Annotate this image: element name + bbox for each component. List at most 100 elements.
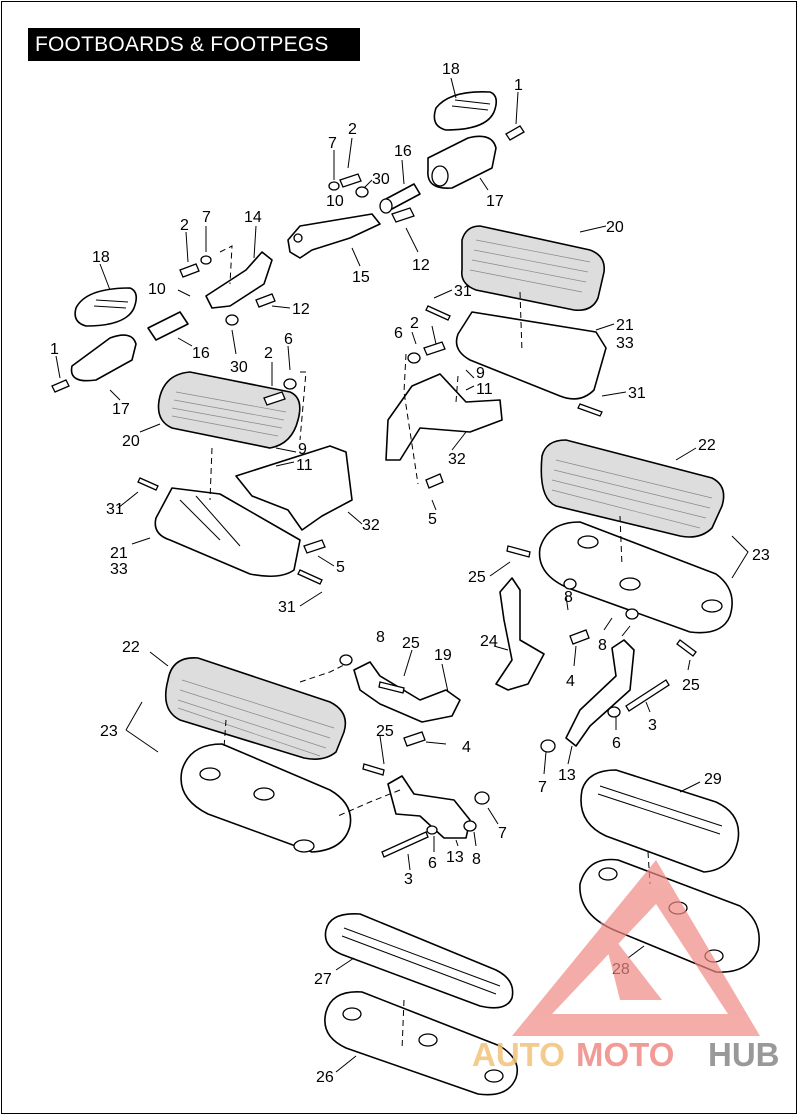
callout-23: 23	[752, 547, 770, 564]
callout-21: 21	[616, 317, 634, 334]
footboard-27	[324, 913, 514, 1009]
callout-10: 10	[148, 281, 166, 298]
callout-31: 31	[454, 283, 472, 300]
callout-9: 9	[298, 441, 307, 458]
callout-8: 8	[598, 637, 607, 654]
callout-15: 15	[352, 269, 370, 286]
callout-22: 22	[122, 639, 140, 656]
clevis-16-right	[379, 183, 421, 214]
callout-25: 25	[376, 723, 394, 740]
callout-2: 2	[264, 345, 273, 362]
callout-1: 1	[50, 341, 59, 358]
pin-12-left	[255, 293, 276, 308]
washer-30-left	[225, 314, 239, 326]
callout-4: 4	[566, 673, 575, 690]
washer-6-lower-right	[607, 706, 621, 718]
callout-12: 12	[292, 301, 310, 318]
bolt-5-left	[303, 539, 326, 554]
callout-33: 33	[616, 335, 634, 352]
washer-30-upper	[355, 186, 369, 198]
callout-7: 7	[202, 209, 211, 226]
nut-8-right-a	[563, 578, 577, 590]
bracket-23-left	[180, 743, 352, 853]
pin-31-right-a	[425, 305, 451, 321]
footboard-29	[580, 769, 740, 873]
pin-12-right	[391, 207, 415, 223]
callout-11: 11	[476, 381, 493, 398]
watermark-text-hub: HUB	[708, 1036, 780, 1073]
callout-7: 7	[538, 779, 547, 796]
callout-6: 6	[284, 331, 293, 348]
washer-6-left	[283, 378, 297, 390]
callout-3: 3	[404, 871, 413, 888]
clevis-16-left	[147, 311, 189, 341]
callout-6: 6	[428, 855, 437, 872]
callout-18: 18	[92, 249, 110, 266]
bolt-4-left	[403, 731, 426, 747]
pin-25-left-b	[362, 763, 385, 776]
bolt-2-upper	[339, 173, 362, 188]
callout-33: 33	[110, 561, 128, 578]
callout-31: 31	[106, 501, 124, 518]
callout-5: 5	[336, 559, 345, 576]
callout-7: 7	[498, 825, 507, 842]
callout-8: 8	[564, 589, 573, 606]
callout-labels: 18 1 2 7 16 30 10 17 2 7 14 20 18 15 12 …	[50, 61, 770, 1086]
pin-31-left-a	[137, 477, 159, 491]
bolt-3-right	[625, 679, 670, 712]
callout-14: 14	[244, 209, 262, 226]
footboard-22-left	[164, 657, 347, 760]
pin-25-right-b	[676, 639, 697, 657]
callout-2: 2	[348, 121, 357, 138]
watermark-inner-icon	[600, 920, 662, 1000]
page-title: FOOTBOARDS & FOOTPEGS	[28, 28, 360, 61]
callout-24: 24	[480, 633, 498, 650]
callout-2: 2	[410, 315, 419, 332]
assembly-lines	[209, 245, 651, 1051]
callout-30: 30	[230, 359, 248, 376]
callout-2: 2	[180, 217, 189, 234]
callout-22: 22	[698, 437, 716, 454]
callout-6: 6	[612, 735, 621, 752]
callout-5: 5	[428, 511, 437, 528]
callout-16: 16	[192, 345, 210, 362]
footpeg-pad-18-left	[74, 287, 138, 327]
footboard-22-right	[540, 439, 725, 538]
nut-8-left-b	[463, 820, 477, 832]
bracket-19	[353, 661, 461, 723]
footpeg-pad-18-right	[433, 91, 498, 131]
callout-6: 6	[394, 325, 403, 342]
washer-7-left	[200, 255, 212, 265]
callout-4: 4	[462, 739, 471, 756]
callout-18: 18	[442, 61, 460, 78]
callout-17: 17	[112, 401, 130, 418]
footpeg-17-right	[427, 135, 497, 189]
callout-8: 8	[376, 629, 385, 646]
screw-1-left	[51, 379, 70, 393]
washer-7-upper	[328, 181, 340, 191]
callout-23: 23	[100, 723, 118, 740]
callout-20: 20	[122, 433, 140, 450]
callout-1: 1	[514, 77, 523, 94]
bolt-2-left	[179, 263, 200, 278]
callout-20: 20	[606, 219, 624, 236]
callout-25: 25	[468, 569, 486, 586]
bracket-21-right	[455, 311, 607, 400]
bolt-2-mid-left	[263, 391, 286, 406]
callout-30: 30	[372, 171, 390, 188]
nut-8-right-b	[625, 608, 639, 620]
watermark-triangle-icon	[512, 860, 760, 1036]
bracket-14	[205, 251, 273, 309]
callout-3: 3	[648, 717, 657, 734]
callout-19: 19	[434, 647, 452, 664]
bolt-5-right	[425, 473, 444, 489]
bracket-23-right	[538, 521, 733, 634]
footpeg-17-left	[70, 334, 137, 382]
bracket-13-right	[565, 639, 635, 747]
pin-25-left-a	[378, 681, 405, 694]
watermark-text-auto: AUTO	[472, 1036, 565, 1073]
callout-21: 21	[110, 545, 128, 562]
